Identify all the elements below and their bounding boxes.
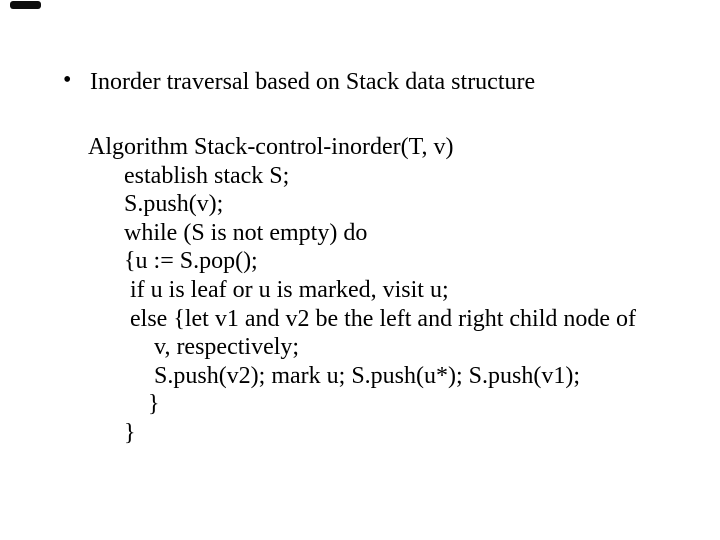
algo-line: establish stack S; <box>88 162 290 189</box>
algo-line-header: Algorithm Stack-control-inorder(T, v) <box>88 134 454 160</box>
bullet-marker: • <box>63 67 72 93</box>
algo-line: else {let v1 and v2 be the left and righ… <box>88 305 637 332</box>
algo-line: {u := S.pop(); <box>88 248 258 275</box>
slide-corner-mark <box>10 1 41 9</box>
algo-line: } <box>88 419 136 446</box>
algo-line: if u is leaf or u is marked, visit u; <box>88 276 449 303</box>
algo-line: while (S is not empty) do <box>88 219 368 246</box>
algo-line: v, respectively; <box>88 334 300 361</box>
bullet-item-text: Inorder traversal based on Stack data st… <box>90 69 536 95</box>
algorithm-pseudocode: Algorithm Stack-control-inorder(T, v) es… <box>88 133 636 448</box>
bullet-item: • Inorder traversal based on Stack data … <box>0 67 720 97</box>
algo-line: } <box>88 391 160 418</box>
algo-line: S.push(v); <box>88 191 224 218</box>
algo-line: S.push(v2); mark u; S.push(u*); S.push(v… <box>88 362 580 389</box>
